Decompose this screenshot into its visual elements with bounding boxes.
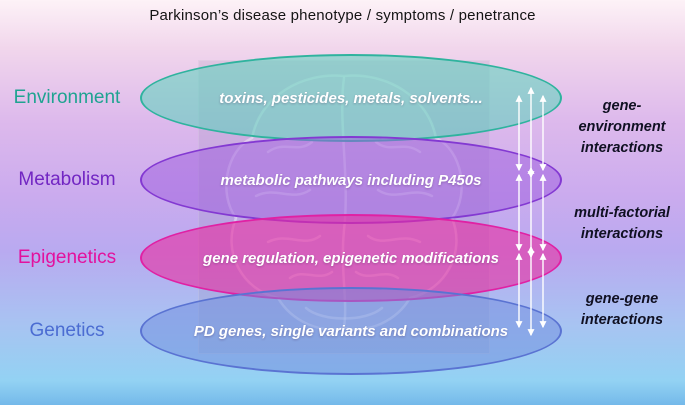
- layer-content-epigenetics: gene regulation, epigenetic modification…: [203, 249, 499, 267]
- layer-content-environment: toxins, pesticides, metals, solvents...: [219, 89, 483, 107]
- layer-content-genetics: PD genes, single variants and combinatio…: [193, 322, 509, 340]
- layer-ellipse-genetics: PD genes, single variants and combinatio…: [140, 287, 562, 375]
- annotation-gene-environment: gene- environment interactions: [578, 98, 666, 156]
- layer-label-genetics: Genetics: [29, 320, 105, 341]
- layer-ellipse-environment: toxins, pesticides, metals, solvents...: [140, 54, 562, 142]
- layer-label-metabolism: Metabolism: [18, 169, 116, 190]
- annotation-gene-gene: gene-gene interactions: [580, 291, 664, 328]
- figure-title: Parkinson’s disease phenotype / symptoms…: [149, 7, 536, 24]
- layer-content-metabolism: metabolic pathways including P450s: [220, 171, 482, 189]
- layer-ellipse-metabolism: metabolic pathways including P450s: [140, 136, 562, 224]
- layer-label-epigenetics: Epigenetics: [17, 247, 117, 268]
- layer-label-environment: Environment: [13, 87, 121, 108]
- annotation-multi-factorial: multi-factorial interactions: [574, 205, 670, 242]
